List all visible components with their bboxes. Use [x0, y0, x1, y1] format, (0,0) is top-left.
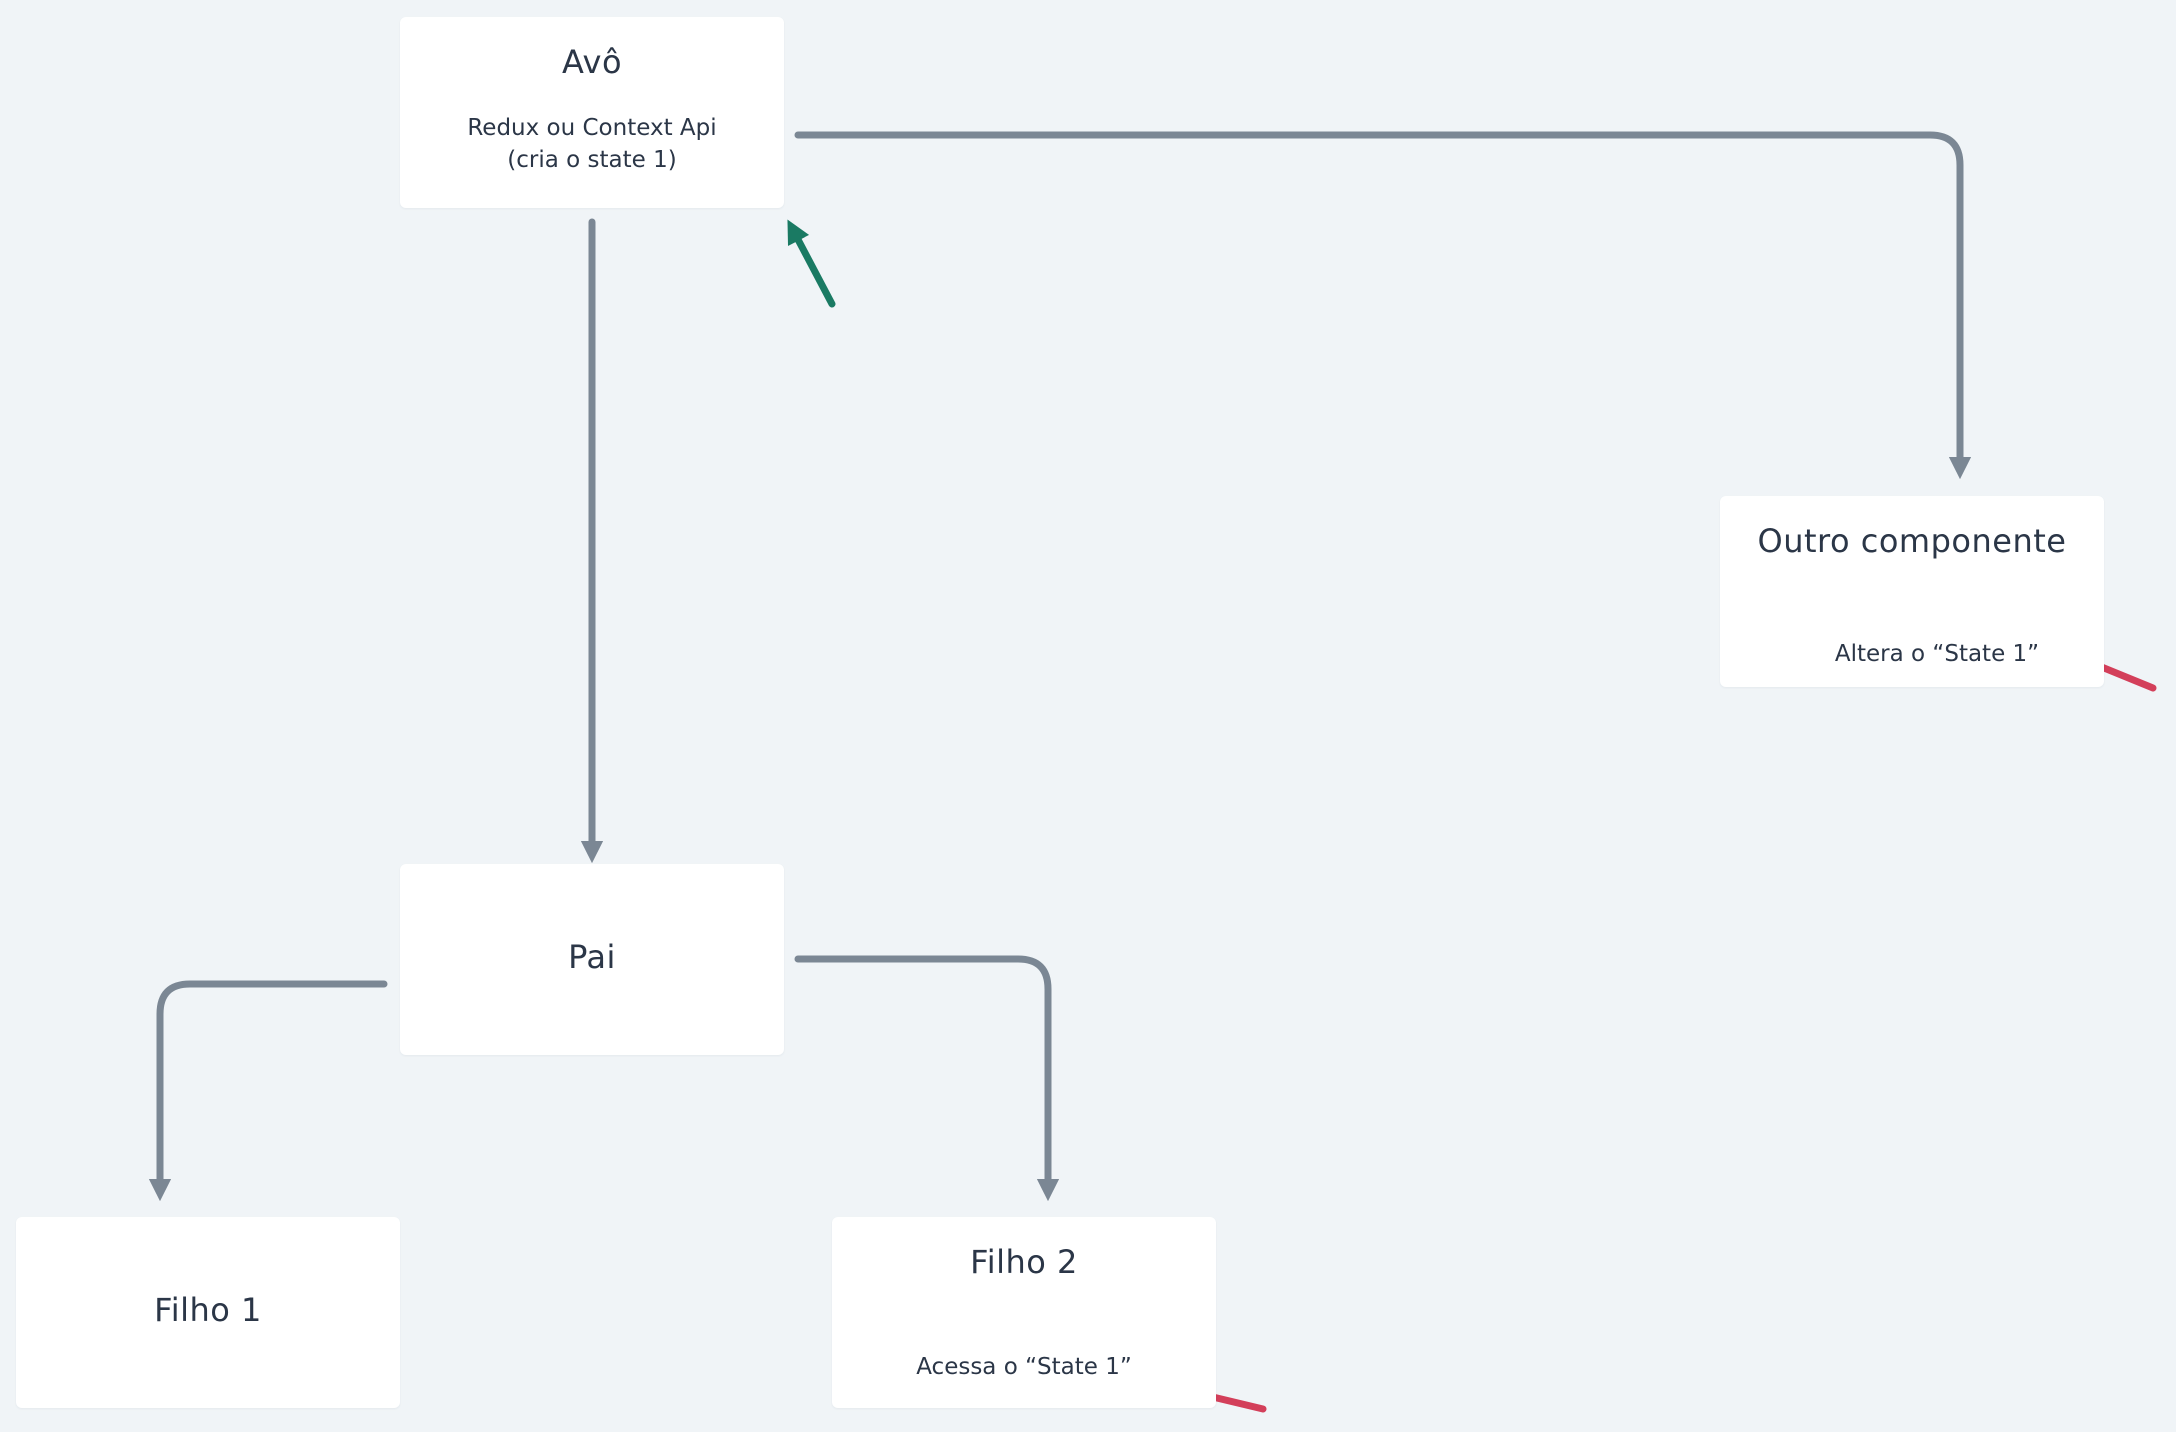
node-filho1-title: Filho 1: [154, 1291, 262, 1329]
node-filho2: Filho 2 Acessa o “State 1”: [832, 1217, 1216, 1408]
node-avo-line1: Redux ou Context Api: [467, 115, 717, 141]
connector-avo-to-outro: [794, 131, 1972, 480]
node-pai: Pai: [400, 864, 784, 1055]
pointer-arrow-avo: [787, 219, 836, 308]
connector-pai-to-filho2: [794, 955, 1060, 1202]
node-outro-componente: Outro componente Altera o “State 1”: [1720, 496, 2104, 687]
node-filho2-title: Filho 2: [970, 1243, 1078, 1281]
node-avo-title: Avô: [561, 43, 623, 81]
node-pai-title: Pai: [568, 938, 616, 976]
node-filho1: Filho 1: [16, 1217, 400, 1408]
node-avo: Avô Redux ou Context Api (cria o state 1…: [400, 17, 784, 208]
connector-pai-to-filho1: [148, 980, 388, 1202]
node-avo-line2: (cria o state 1): [507, 147, 677, 173]
node-outro-note: Altera o “State 1”: [1834, 641, 2040, 667]
node-filho2-note: Acessa o “State 1”: [916, 1354, 1132, 1380]
node-outro-title: Outro componente: [1757, 522, 2067, 560]
